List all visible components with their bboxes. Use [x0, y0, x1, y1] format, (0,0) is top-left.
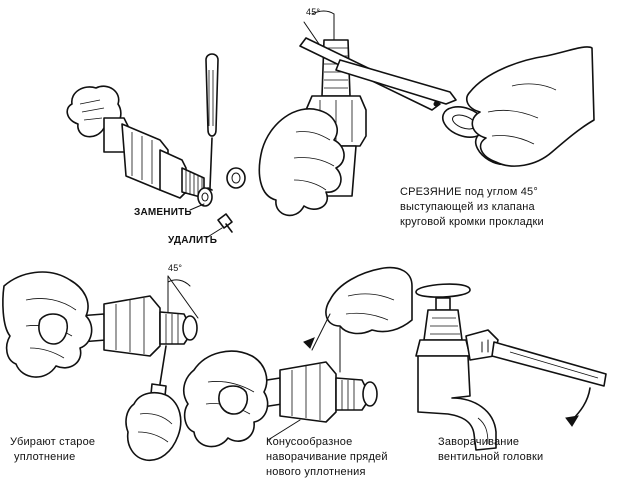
rubber-washer: [226, 167, 246, 189]
valve-body-left: [77, 295, 198, 357]
rotation-arrow-icon: [565, 387, 591, 427]
old-seal-caption-line-2: уплотнение: [14, 451, 76, 463]
screw-caption-line-2: вентильной головки: [438, 451, 544, 463]
adjustable-wrench: [465, 329, 607, 387]
panel-replace-washer: [66, 53, 246, 239]
panel-wind-new-seal: [182, 266, 413, 448]
replace-label: ЗАМЕНИТЬ: [134, 207, 192, 218]
angle-label-top: 45°: [306, 7, 321, 17]
angle-label-left: 45°: [168, 263, 183, 273]
valve-body-right: [253, 361, 378, 423]
remove-label: УДАЛИТЬ: [168, 235, 218, 246]
screw-caption-line-1: Заворачивание: [438, 436, 520, 448]
left-hand-holding-handwheel: [2, 271, 93, 378]
panel-cut-gasket: [258, 10, 595, 217]
cone-caption-line-2: наворачивание прядей: [266, 451, 388, 463]
screwdriver: [205, 53, 219, 191]
small-screw: [217, 213, 233, 233]
panel-screw-valve-head: [415, 283, 607, 451]
cut-caption-line-1: СРЕЗЯНИЕ под углом 45°: [400, 186, 538, 198]
right-hand-holding-pick: [125, 391, 182, 461]
old-seal-caption-line-1: Убирают старое: [10, 436, 96, 448]
faucet: [415, 283, 497, 451]
left-hand-holding-valve: [258, 108, 345, 217]
cone-caption-line-3: нового уплотнения: [266, 466, 366, 478]
right-hand-holding-scissors: [466, 46, 595, 167]
valve-spindle: [103, 117, 213, 207]
cone-caption-line-1: Конусообразное: [266, 436, 353, 448]
replace-leader-line: [189, 203, 205, 211]
upper-hand-holding-thread: [303, 266, 413, 373]
cut-caption-line-3: круговой кромки прокладки: [400, 216, 544, 228]
cone-leader-line: [267, 419, 301, 441]
remove-leader-line: [205, 227, 223, 239]
panel-remove-old-seal: [2, 271, 199, 461]
cut-caption-line-2: выступающей из клапана: [400, 201, 535, 213]
lower-hand-holding-valve: [182, 350, 269, 448]
